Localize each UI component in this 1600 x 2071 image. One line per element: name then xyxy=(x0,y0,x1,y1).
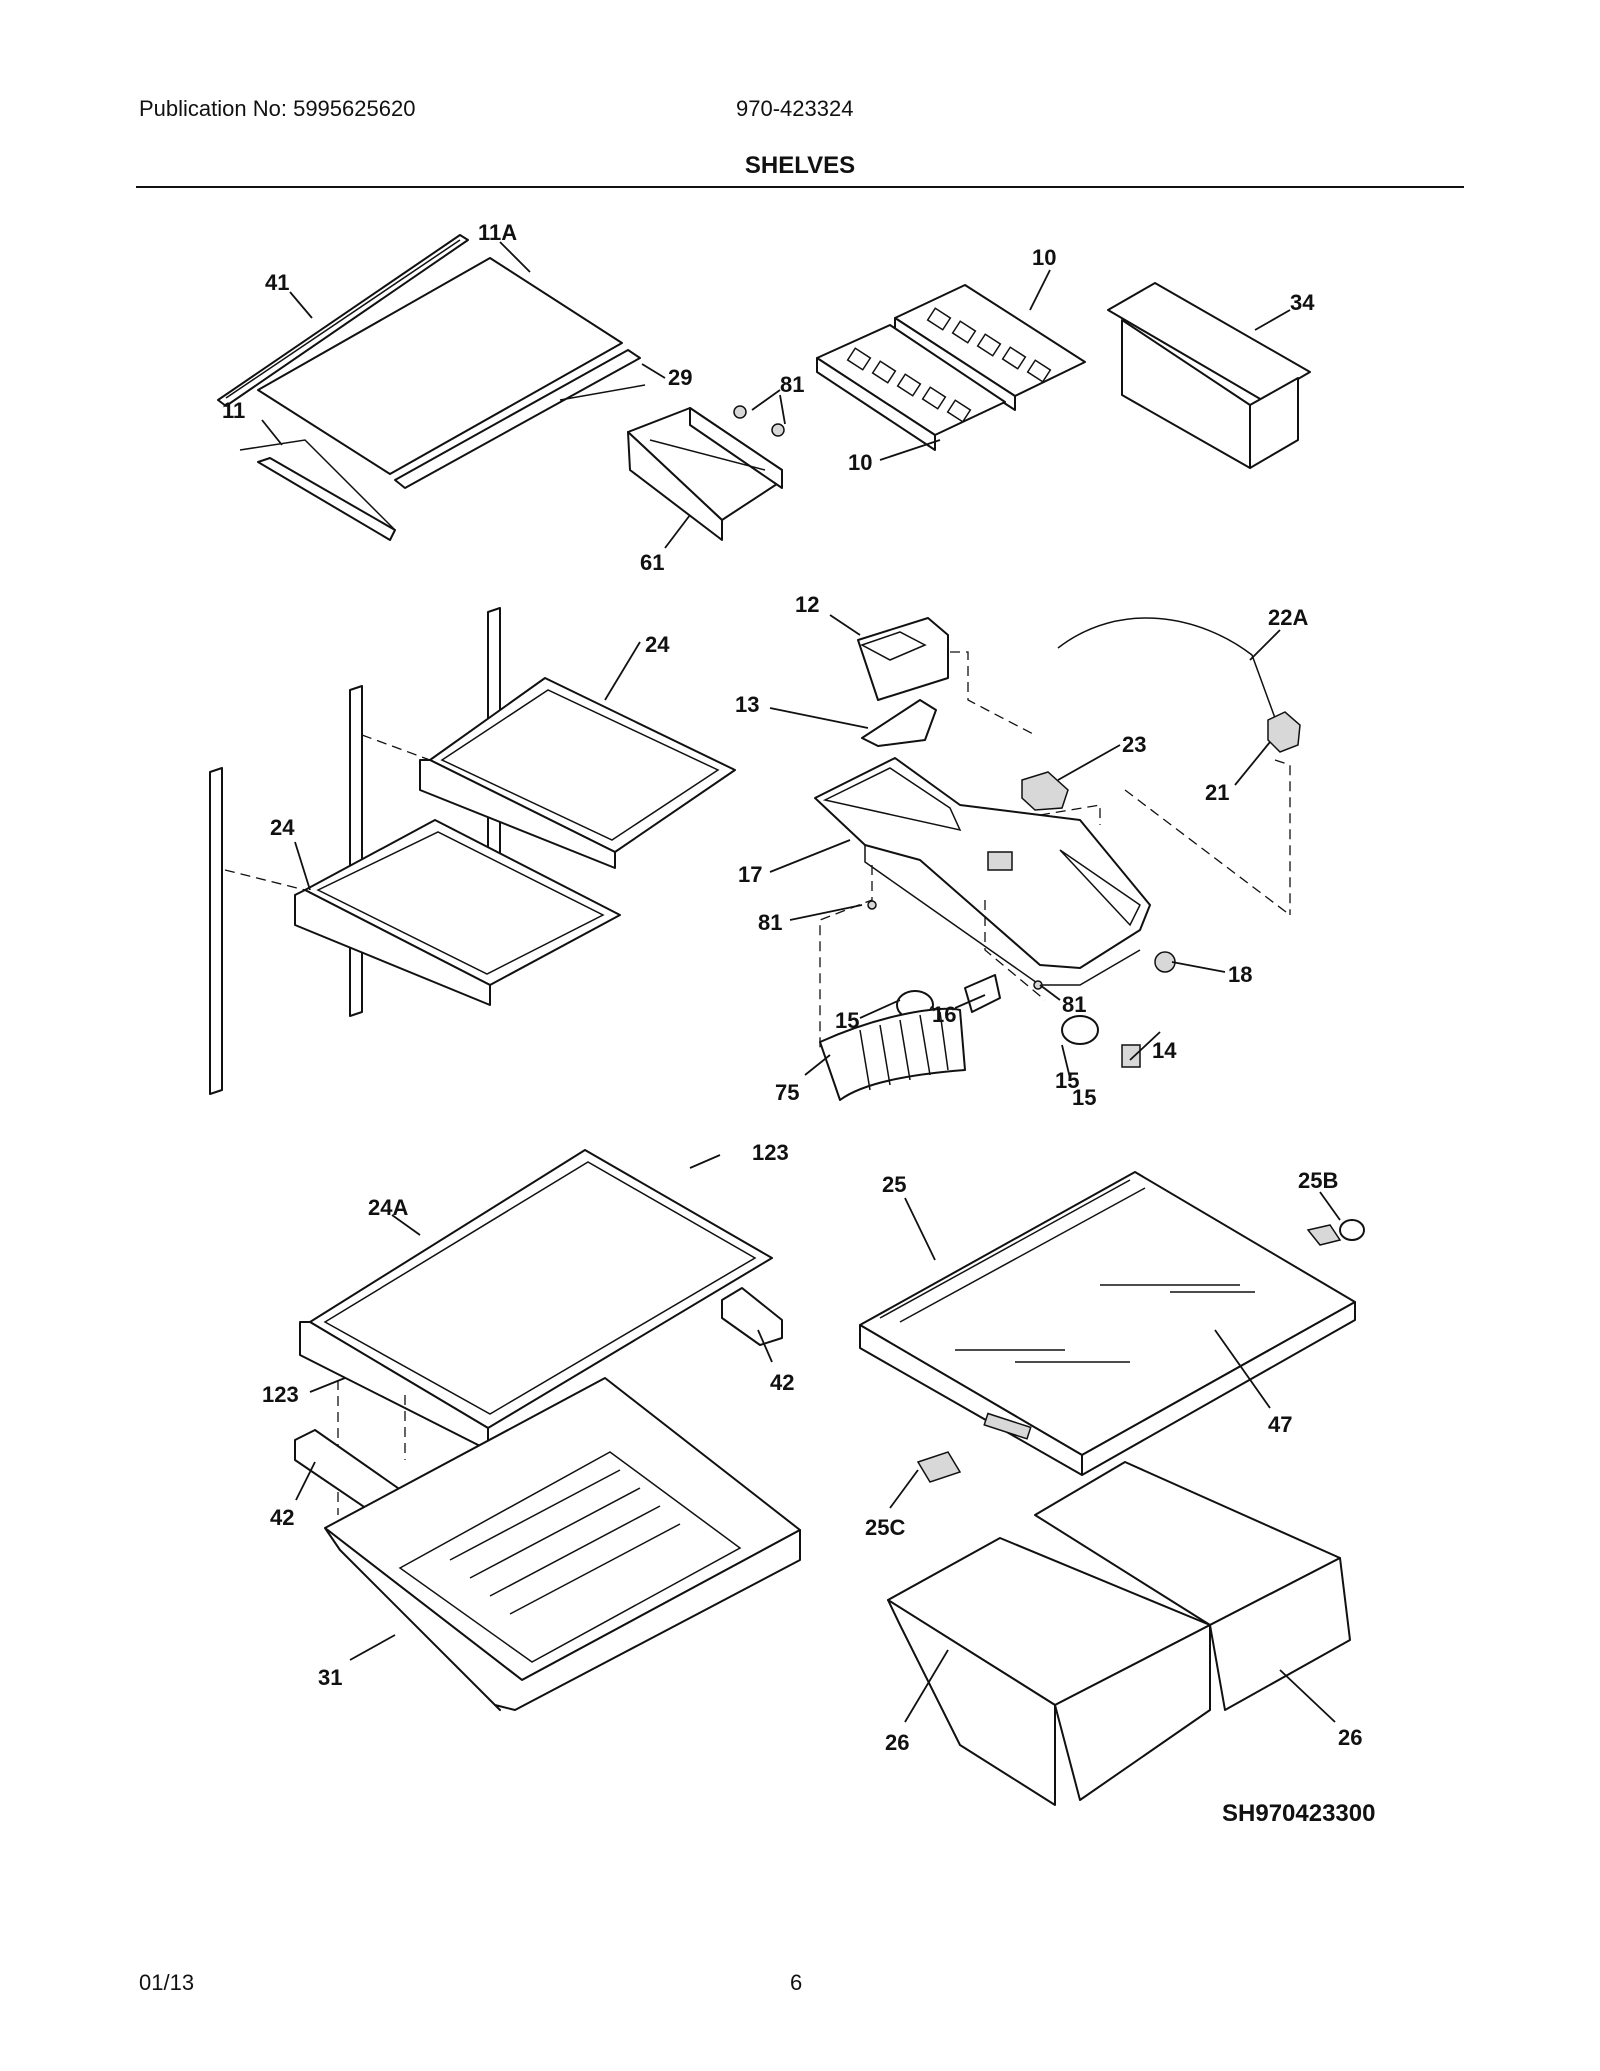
part-26-drawer-right xyxy=(1034,1461,1351,1711)
callout-123-top: 123 xyxy=(752,1140,789,1165)
part-25b-bracket xyxy=(1306,1219,1365,1246)
part-42-rail-right xyxy=(721,1287,783,1346)
part-61-bracket xyxy=(627,407,783,541)
part-17-housing xyxy=(814,757,1151,986)
callout-15-mid: 15 xyxy=(1055,1068,1079,1093)
housing-dash-lines xyxy=(819,651,1291,1050)
part-23-socket xyxy=(1021,771,1069,811)
callout-22a: 22A xyxy=(1268,605,1308,630)
callout-11a: 11A xyxy=(478,220,517,245)
part-11a-glass xyxy=(257,257,623,475)
part-10-ice-tray-lower xyxy=(816,324,1006,451)
callout-10-lower: 10 xyxy=(848,450,872,475)
part-75-lens xyxy=(819,1007,966,1101)
callout-81-right: 81 xyxy=(1062,992,1086,1017)
callout-123-bottom: 123 xyxy=(262,1382,299,1407)
callout-10-upper: 10 xyxy=(1032,245,1056,270)
model-number: 970-423324 xyxy=(736,96,854,121)
callout-24a: 24A xyxy=(368,1195,408,1220)
part-24-shelf-upper xyxy=(361,677,736,869)
part-29-rail xyxy=(394,349,641,489)
callout-18: 18 xyxy=(1228,962,1252,987)
part-16-socket xyxy=(964,974,1001,1013)
part-13-divider xyxy=(861,699,937,747)
callout-29: 29 xyxy=(668,365,692,390)
part-21-connector xyxy=(1267,711,1301,753)
page-number: 6 xyxy=(790,1970,803,1995)
callout-13: 13 xyxy=(735,692,759,717)
part-25c-bracket xyxy=(916,1451,962,1483)
part-25-crisper-cover xyxy=(859,1171,1356,1476)
callout-24-lower: 24 xyxy=(270,815,295,840)
glass-shelf-assembly xyxy=(217,234,646,541)
callout-41: 41 xyxy=(265,270,289,295)
callout-25: 25 xyxy=(882,1172,906,1197)
part-81-screws-top xyxy=(733,405,785,437)
header-rule xyxy=(136,186,1464,188)
callout-42-left: 42 xyxy=(270,1505,294,1530)
part-31-crisper-drawer xyxy=(324,1377,801,1711)
callout-81-top: 81 xyxy=(780,372,804,397)
callout-11: 11 xyxy=(222,398,245,423)
callout-75: 75 xyxy=(775,1080,799,1105)
callout-26-left: 26 xyxy=(885,1730,909,1755)
callout-labels: 41 11A 11 29 81 61 10 10 34 12 22A 13 23… xyxy=(222,220,1362,1755)
callout-81-left: 81 xyxy=(758,910,782,935)
callout-61: 61 xyxy=(640,550,664,575)
part-34-ice-bin xyxy=(1107,282,1311,469)
callout-25c: 25C xyxy=(865,1515,905,1540)
callout-34: 34 xyxy=(1290,290,1315,315)
part-24a-shelf xyxy=(299,1149,773,1515)
leader-lines xyxy=(261,241,1341,1723)
callout-31: 31 xyxy=(318,1665,342,1690)
callout-42-right: 42 xyxy=(770,1370,794,1395)
page-title: SHELVES xyxy=(744,152,856,179)
part-12-cover xyxy=(857,617,949,701)
callout-16: 16 xyxy=(932,1002,956,1027)
callout-17: 17 xyxy=(738,862,762,887)
diagram-id: SH970423300 xyxy=(1222,1800,1376,1827)
part-14-switch xyxy=(1121,1044,1141,1068)
footer-date: 01/13 xyxy=(139,1970,195,1995)
part-41-trim-strip xyxy=(217,234,469,407)
part-15-bulb-right xyxy=(1061,1015,1099,1045)
callout-23: 23 xyxy=(1122,732,1146,757)
publication-number: Publication No: 5995625620 xyxy=(139,96,416,121)
callout-14: 14 xyxy=(1152,1038,1177,1063)
callout-25b: 25B xyxy=(1298,1168,1338,1193)
callout-15-left: 15 xyxy=(835,1008,859,1033)
callout-12: 12 xyxy=(795,592,819,617)
part-22a-wire xyxy=(1057,617,1301,753)
part-24-shelf-lower xyxy=(224,819,621,1006)
part-10-ice-tray-upper xyxy=(894,284,1086,411)
callout-26-right: 26 xyxy=(1338,1725,1362,1750)
callout-15-right: 15 xyxy=(1072,1085,1096,1110)
part-26-drawer-left xyxy=(887,1537,1211,1806)
callout-47: 47 xyxy=(1268,1412,1292,1437)
callout-24-upper: 24 xyxy=(645,632,670,657)
callout-21: 21 xyxy=(1205,780,1229,805)
